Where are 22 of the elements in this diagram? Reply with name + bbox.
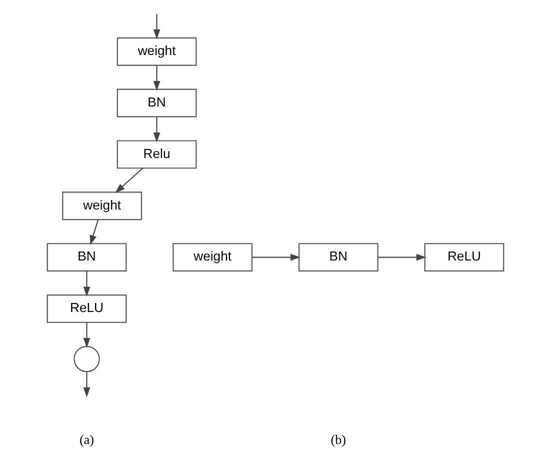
node-box: BN [46, 243, 126, 272]
arrow [82, 271, 90, 297]
arrow [82, 322, 90, 348]
label: (b) [330, 432, 346, 447]
node-box: BN [298, 243, 378, 272]
node-box: weight [116, 37, 196, 66]
node-box: ReLU [424, 243, 504, 272]
arrow [378, 254, 426, 261]
label: (a) [78, 432, 94, 447]
node-box: weight [172, 243, 252, 272]
arrow [152, 117, 160, 142]
node-box: weight [62, 192, 142, 220]
node-box: ReLU [46, 294, 126, 323]
arrow [114, 168, 143, 194]
arrow [82, 372, 90, 398]
node-circle [73, 346, 100, 372]
arrow [152, 66, 160, 91]
arrow [252, 254, 300, 261]
arrow [152, 14, 160, 40]
node-box: Relu [116, 140, 196, 169]
arrow [89, 220, 98, 246]
node-box: BN [116, 88, 196, 118]
